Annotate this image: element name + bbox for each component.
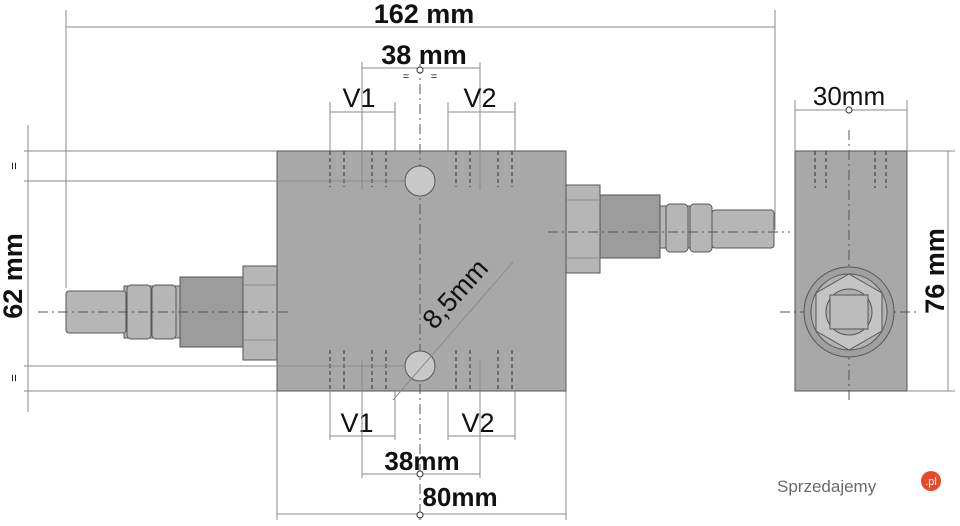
side-width-label: 30mm	[813, 81, 885, 111]
port-v2-bottom-label: V2	[461, 408, 494, 438]
left-fitting	[65, 265, 278, 361]
dimension-side-height: 76 mm	[907, 150, 955, 392]
block-height-label: 62 mm	[0, 233, 28, 319]
centerlines	[38, 64, 790, 520]
dimension-v1-top: V1	[329, 83, 396, 151]
equal-mark-top-right: =	[431, 71, 437, 83]
dimension-v2-bottom: V2	[447, 391, 516, 440]
equal-mark-top-left: =	[403, 71, 409, 83]
svg-text:Sprzedajemy: Sprzedajemy	[777, 477, 877, 496]
side-height-label: 76 mm	[920, 228, 950, 314]
block-width-label: 80mm	[422, 482, 497, 512]
right-fitting	[565, 184, 775, 274]
dimension-side-width: 30mm	[794, 81, 908, 151]
equal-mark-left-bottom: =	[6, 374, 21, 382]
mounting-hole-top	[404, 165, 436, 197]
total-length-label: 162 mm	[374, 0, 475, 29]
port-v1-bottom-label: V1	[340, 408, 373, 438]
port-v1-top-label: V1	[342, 83, 375, 113]
side-port-fitting	[803, 266, 895, 358]
port-spacing-bottom-label: 38mm	[384, 446, 459, 476]
dimension-port-spacing-bottom: 38mm	[361, 360, 481, 478]
watermark-suffix: .pl	[925, 476, 937, 488]
watermark-text: Sprzedajemy	[777, 477, 877, 496]
dimension-total-length: 162 mm	[65, 0, 776, 288]
dimension-block-height: 62 mm = =	[0, 125, 405, 412]
dimension-block-width: 80mm	[276, 391, 567, 520]
port-v2-top-label: V2	[463, 83, 496, 113]
valve-body-side	[780, 130, 920, 400]
port-spacing-top-label: 38 mm	[381, 40, 467, 70]
dimension-v2-top: V2	[447, 83, 516, 151]
dimension-v1-bottom: V1	[329, 391, 396, 440]
equal-mark-left-top: =	[6, 162, 21, 170]
watermark-logo: Sprzedajemy .pl	[777, 471, 941, 496]
dimension-port-spacing-top: 38 mm = =	[361, 40, 481, 190]
mounting-hole-bottom	[404, 350, 436, 382]
